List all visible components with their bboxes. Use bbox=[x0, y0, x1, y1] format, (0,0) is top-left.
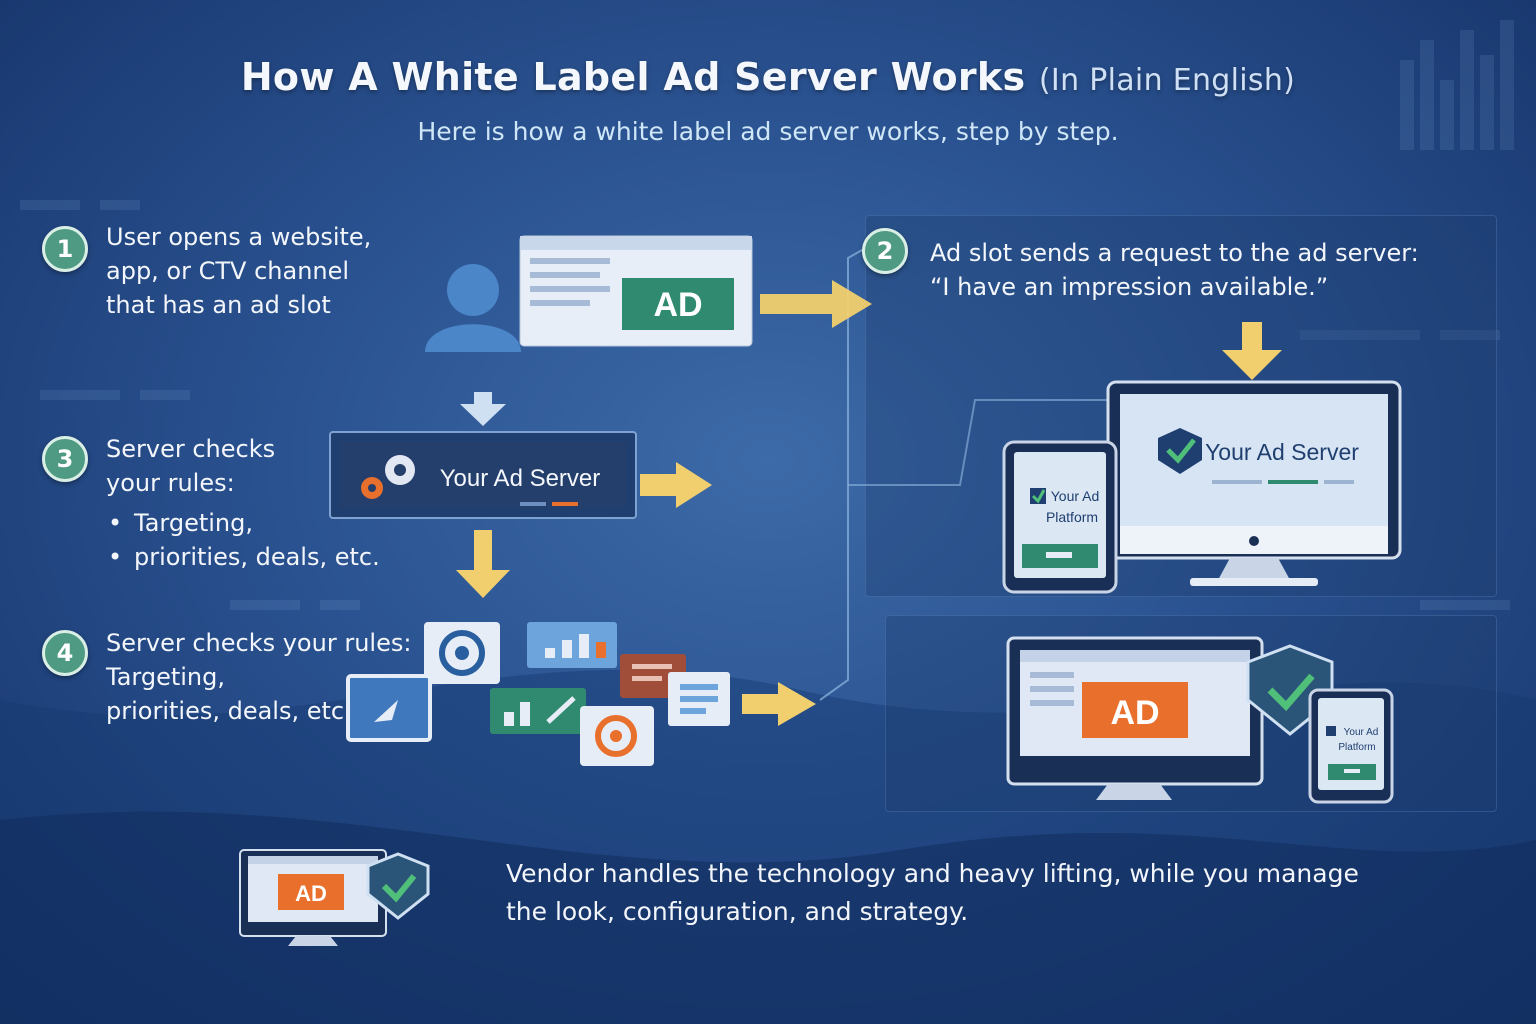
tablet-label-line2: Platform bbox=[1046, 509, 1098, 525]
tablet-icon: Your Ad Platform bbox=[1002, 440, 1118, 594]
target-icon bbox=[580, 706, 654, 766]
small-tablet-label-line2: Platform bbox=[1338, 742, 1375, 753]
step1-line: that has an ad slot bbox=[106, 291, 331, 319]
arrow-right-icon bbox=[640, 462, 712, 508]
step4-badge: 4 bbox=[42, 630, 88, 676]
shield-check-icon bbox=[1158, 428, 1202, 474]
target-icon bbox=[424, 622, 500, 684]
step3-badge: 3 bbox=[42, 436, 88, 482]
monitor-icon: Your Ad Server bbox=[1106, 380, 1402, 586]
page-subtitle: Here is how a white label ad server work… bbox=[417, 117, 1119, 146]
tablet-icon: Your Ad Platform bbox=[1308, 688, 1394, 804]
step2-line: “I have an impression available.” bbox=[930, 273, 1329, 301]
step4-line: Targeting, bbox=[106, 663, 225, 691]
shield-check-icon bbox=[366, 852, 430, 920]
monitor-icon: AD bbox=[1006, 636, 1264, 800]
step3-line: Server checks bbox=[106, 435, 276, 463]
step2-text: Ad slot sends a request to the ad server… bbox=[930, 236, 1419, 304]
title-main: How A White Label Ad Server Works bbox=[240, 55, 1026, 99]
ad-server-box: Your Ad Server bbox=[329, 431, 637, 519]
chart-icon bbox=[490, 688, 586, 734]
step4-line: Server checks your rules: bbox=[106, 629, 412, 657]
document-icon bbox=[668, 672, 730, 726]
footer-line: Vendor handles the technology and heavy … bbox=[506, 859, 1359, 888]
step3-line: your rules: bbox=[106, 469, 235, 497]
arrow-down-icon bbox=[1222, 322, 1282, 380]
browser-icon: AD bbox=[519, 235, 753, 347]
step2-badge: 2 bbox=[862, 228, 908, 274]
pointer-icon bbox=[346, 674, 432, 742]
step3-bullet: Targeting, bbox=[106, 506, 380, 540]
step1-line: User opens a website, bbox=[106, 223, 372, 251]
arrow-right-icon bbox=[760, 280, 872, 328]
step2-line: Ad slot sends a request to the ad server… bbox=[930, 239, 1419, 267]
page-title: How A White Label Ad Server Works (In Pl… bbox=[0, 55, 1536, 99]
footer-line: the look, configuration, and strategy. bbox=[506, 897, 969, 926]
arrow-down-icon bbox=[460, 392, 506, 426]
monitor-ad-server-label: Your Ad Server bbox=[1205, 439, 1359, 465]
ad-server-label: Your Ad Server bbox=[440, 465, 601, 492]
step3-bullet: priorities, deals, etc. bbox=[106, 540, 380, 574]
user-icon bbox=[425, 264, 521, 352]
footer-text: Vendor handles the technology and heavy … bbox=[506, 855, 1359, 931]
step3-text: Server checks your rules: Targeting, pri… bbox=[106, 432, 380, 574]
monitor-icon: AD bbox=[239, 849, 387, 946]
ad-label-green: AD bbox=[653, 286, 702, 324]
step1-text: User opens a website, app, or CTV channe… bbox=[106, 220, 371, 322]
title-paren: (In Plain English) bbox=[1038, 63, 1296, 98]
flow-connector-line bbox=[848, 399, 1110, 486]
arrow-down-icon bbox=[456, 530, 510, 598]
small-tablet-label-line1: Your Ad bbox=[1344, 727, 1379, 738]
ad-label-orange: AD bbox=[1110, 694, 1159, 732]
gear-icon bbox=[361, 455, 415, 499]
step1-badge: 1 bbox=[42, 226, 88, 272]
tablet-label-line1: Your Ad bbox=[1051, 488, 1100, 504]
flow-connector-line bbox=[819, 249, 863, 701]
chart-icon bbox=[527, 622, 617, 668]
step4-text: Server checks your rules: Targeting, pri… bbox=[106, 626, 411, 728]
step4-line: priorities, deals, etc. bbox=[106, 697, 352, 725]
footer-ad-label: AD bbox=[295, 881, 327, 906]
step1-line: app, or CTV channel bbox=[106, 257, 350, 285]
arrow-right-icon bbox=[742, 682, 816, 726]
